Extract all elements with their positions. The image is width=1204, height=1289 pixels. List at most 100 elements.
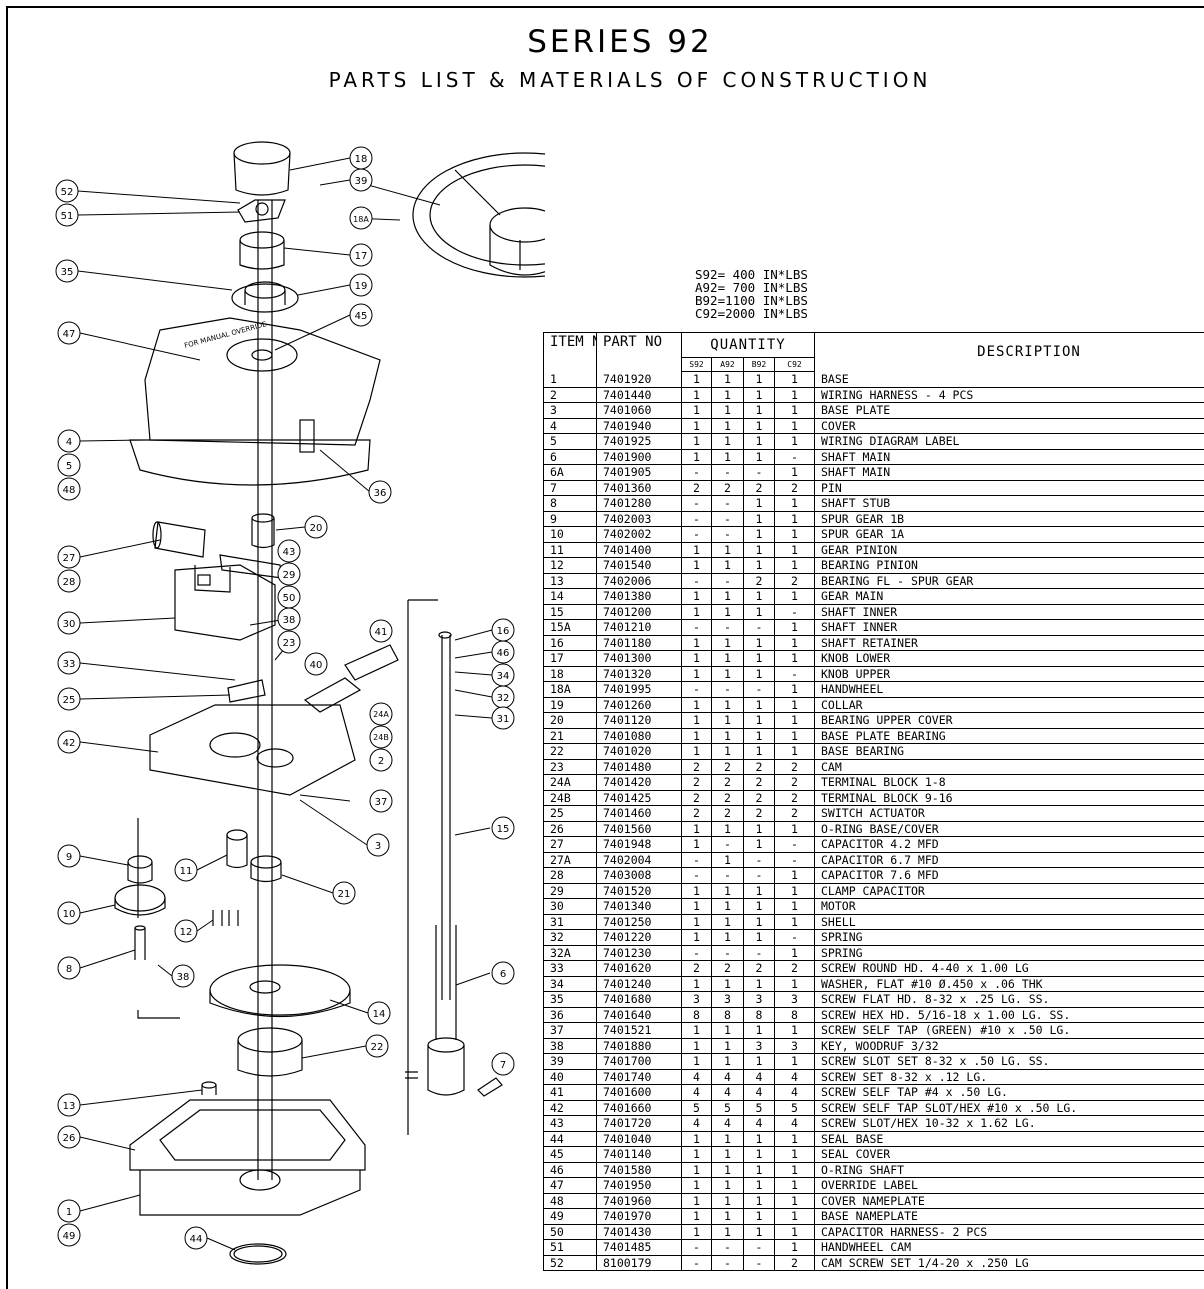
cell-qty-a92: - <box>711 1255 744 1271</box>
cell-qty-s92: 2 <box>681 480 712 496</box>
callout-50: 50 <box>277 585 301 609</box>
svg-text:52: 52 <box>61 187 74 198</box>
svg-text:31: 31 <box>497 714 510 725</box>
cell-item-no: 47 <box>543 1177 597 1194</box>
cell-description: WIRING DIAGRAM LABEL <box>814 433 1204 450</box>
cell-qty-b92: 1 <box>743 1053 775 1070</box>
cell-item-no: 11 <box>543 542 597 558</box>
svg-text:46: 46 <box>497 648 510 659</box>
svg-text:7: 7 <box>500 1060 506 1071</box>
handwheel-part <box>412 152 545 278</box>
cell-item-no: 48 <box>543 1193 597 1209</box>
svg-text:1: 1 <box>66 1207 72 1218</box>
cell-part-no: 7401440 <box>596 387 682 403</box>
callout-27: 27 <box>57 545 81 569</box>
cell-qty-c92: 1 <box>774 371 815 388</box>
cell-qty-c92: 4 <box>774 1069 815 1085</box>
cell-part-no: 7403008 <box>596 867 682 884</box>
exploded-view-diagram: 18 52 39 51 18A 17 35 19 47 45 4 5 48 36… <box>55 141 545 1265</box>
cell-description: SCREW SELF TAP SLOT/HEX #10 x .50 LG. <box>814 1100 1204 1116</box>
cell-qty-s92: 1 <box>681 588 712 605</box>
cell-item-no: 15A <box>543 619 597 636</box>
cell-item-no: 12 <box>543 557 597 574</box>
cell-qty-s92: 4 <box>681 1084 712 1101</box>
cell-qty-c92: 1 <box>774 619 815 636</box>
cell-item-no: 36 <box>543 1007 597 1023</box>
cell-item-no: 44 <box>543 1131 597 1147</box>
cell-qty-b92: 2 <box>743 774 775 791</box>
cell-qty-a92: 1 <box>711 1177 744 1194</box>
cell-qty-b92: 1 <box>743 728 775 744</box>
cell-qty-a92: 1 <box>711 697 744 713</box>
cell-qty-a92: 1 <box>711 929 744 946</box>
cell-qty-a92: - <box>711 495 744 512</box>
cell-description: BEARING UPPER COVER <box>814 712 1204 729</box>
cell-qty-a92: 1 <box>711 402 744 419</box>
cell-qty-a92: 1 <box>711 712 744 729</box>
knob-lower-part <box>239 231 285 270</box>
cell-qty-s92: 1 <box>681 976 712 992</box>
cell-qty-s92: 1 <box>681 449 712 465</box>
cell-qty-s92: 5 <box>681 1100 712 1116</box>
cell-qty-a92: 1 <box>711 588 744 605</box>
cell-qty-b92: 1 <box>743 433 775 450</box>
cell-part-no: 7401080 <box>596 728 682 744</box>
cell-qty-b92: - <box>743 867 775 884</box>
cell-qty-c92: 1 <box>774 1146 815 1163</box>
cell-qty-s92: - <box>681 495 712 512</box>
cell-qty-c92: 2 <box>774 960 815 977</box>
cell-qty-a92: 1 <box>711 1038 744 1054</box>
leader-lines <box>77 157 493 1251</box>
sheet-border-left <box>6 6 8 1289</box>
cell-part-no: 7401925 <box>596 433 682 450</box>
cell-qty-c92: 1 <box>774 976 815 992</box>
cell-qty-c92: 2 <box>774 480 815 496</box>
cell-qty-c92: 1 <box>774 402 815 419</box>
cell-part-no: 7401400 <box>596 542 682 558</box>
cell-qty-b92: - <box>743 681 775 698</box>
cell-qty-a92: - <box>711 464 744 481</box>
cell-description: CAPACITOR 4.2 MFD <box>814 836 1204 853</box>
svg-text:42: 42 <box>63 738 76 749</box>
base-part <box>129 1099 366 1216</box>
cell-description: SCREW SLOT SET 8-32 x .50 LG. SS. <box>814 1053 1204 1070</box>
cell-item-no: 30 <box>543 898 597 915</box>
cell-qty-b92: 1 <box>743 712 775 729</box>
cell-qty-s92: 1 <box>681 1224 712 1240</box>
callout-47: 47 <box>57 321 81 345</box>
cell-part-no: 7401340 <box>596 898 682 915</box>
callout-46: 46 <box>491 640 515 664</box>
svg-text:37: 37 <box>375 797 388 808</box>
cell-qty-a92: 1 <box>711 728 744 744</box>
callout-45: 45 <box>349 303 373 327</box>
cell-part-no: 7401320 <box>596 666 682 682</box>
cell-part-no: 7401660 <box>596 1100 682 1116</box>
callout-24a: 24A <box>369 702 393 726</box>
cell-item-no: 41 <box>543 1084 597 1101</box>
spur-gear-1b-part <box>127 855 153 884</box>
cell-description: BEARING FL - SPUR GEAR <box>814 573 1204 589</box>
cell-part-no: 7401960 <box>596 1193 682 1209</box>
cell-qty-b92: 1 <box>743 1208 775 1225</box>
cell-part-no: 7401995 <box>596 681 682 698</box>
cell-description: KNOB LOWER <box>814 650 1204 667</box>
cell-qty-b92: 1 <box>743 821 775 837</box>
